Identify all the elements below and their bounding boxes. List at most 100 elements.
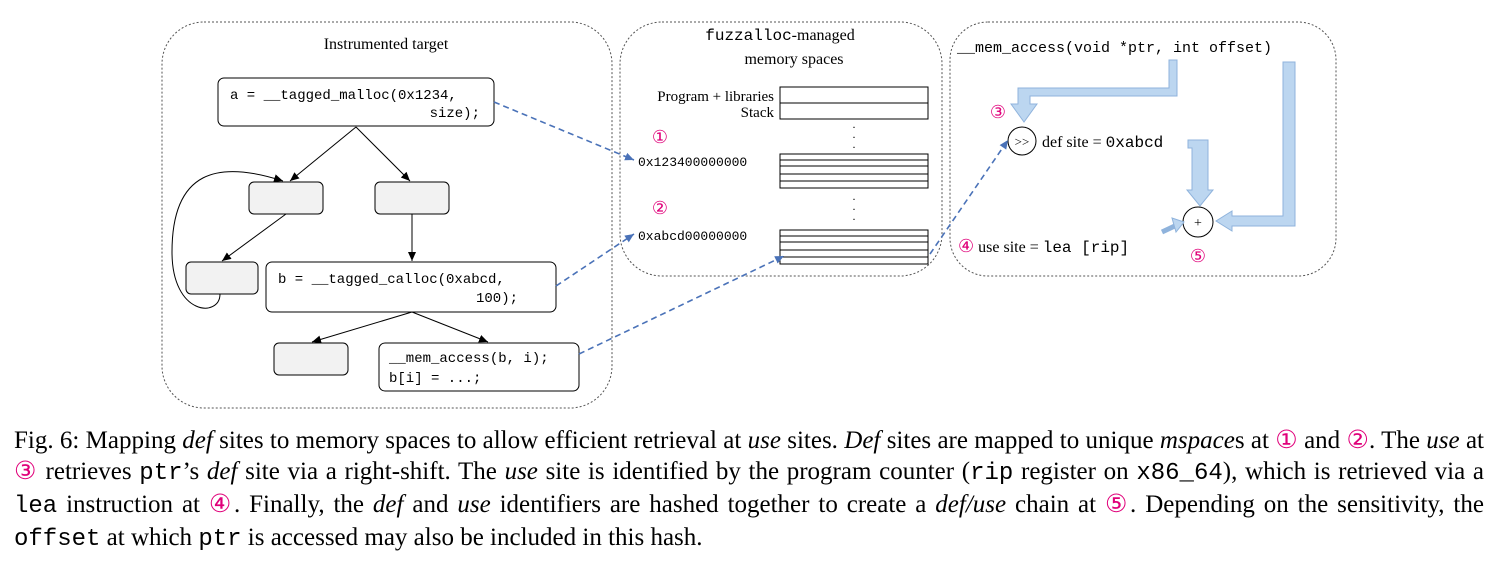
caption-text: site is identified by the program counte… <box>537 458 971 485</box>
caption-marker-3: ③ <box>14 458 38 485</box>
caption-code: x86_64 <box>1136 460 1223 487</box>
caption-text: ), which is retrieved via a <box>1222 458 1485 485</box>
offset-to-hash-arrow <box>1215 61 1296 232</box>
cfg-node-bottom <box>273 342 349 376</box>
edge-loop-back <box>171 171 284 309</box>
memory-panel <box>619 21 943 277</box>
memory-title-line2: memory spaces <box>744 51 843 68</box>
caption-code: ptr <box>139 460 183 487</box>
ellipsis-dot: . <box>853 117 856 131</box>
caption-text: . Depending on the sensitivity, the <box>1130 491 1484 518</box>
caption-text: sites. <box>780 427 845 454</box>
ellipsis-dot: . <box>853 189 856 203</box>
caption-text: register on <box>1013 458 1137 485</box>
mspace-address-2: 0xabcd00000000 <box>638 229 747 244</box>
caption-text: and <box>403 491 458 518</box>
caption-text: sites to memory spaces to allow efficien… <box>212 427 748 454</box>
malloc-line2: size); <box>430 106 480 122</box>
marker-5: ⑤ <box>1190 246 1206 266</box>
mem-access-node <box>378 342 580 392</box>
ptr-to-shift-arrow <box>1010 59 1178 123</box>
caption-emph: use <box>457 491 491 518</box>
caption-emph: use <box>747 427 781 454</box>
caption-text: chain at <box>1006 491 1105 518</box>
caption-emph: Def <box>844 427 881 454</box>
caption-text: . Finally, the <box>233 491 373 518</box>
thick-arrows <box>1010 59 1296 232</box>
caption-marker-5: ⑤ <box>1104 491 1131 518</box>
def-site-label: def site = <box>1042 134 1106 151</box>
mspace2-to-shift-arrow <box>929 139 1009 255</box>
def-site-text: def site = 0xabcd <box>1042 134 1163 152</box>
malloc-line1: a = __tagged_malloc(0x1234, <box>230 88 457 104</box>
memory-panel-title: fuzzalloc-managed <box>705 27 855 45</box>
def-to-hash-arrow <box>1185 139 1215 207</box>
memory-title-code: fuzzalloc <box>705 27 791 45</box>
caption-emph: def/use <box>935 491 1007 518</box>
caption-code: offset <box>14 526 101 553</box>
malloc-to-mspace1-arrow <box>493 101 635 161</box>
calloc-line2: 100); <box>476 291 518 307</box>
use-site-label: use site = <box>974 239 1043 256</box>
ellipsis-dot: . <box>853 199 856 213</box>
memory-title-rest: -managed <box>792 27 855 44</box>
caption-text: ’s <box>182 458 207 485</box>
program-libraries-region <box>779 86 929 104</box>
calloc-line1: b = __tagged_calloc(0xabcd, <box>278 272 505 288</box>
caption-emph: use <box>1426 427 1460 454</box>
right-shift-symbol: >> <box>1015 134 1030 149</box>
mspace-address-1: 0x123400000000 <box>638 155 747 170</box>
edge-calloc-bottom <box>311 311 413 344</box>
access-line2: b[i] = ...; <box>389 371 481 387</box>
caption-text: and <box>1297 427 1347 454</box>
caption-text: is accessed may also be included in this… <box>241 524 703 551</box>
program-libraries-label: Program + libraries <box>657 89 774 105</box>
caption-emph: def <box>182 427 213 454</box>
access-line1: __mem_access(b, i); <box>388 351 549 367</box>
caption-text: s at <box>1234 427 1276 454</box>
mem-access-signature: __mem_access(void *ptr, int offset) <box>956 40 1272 57</box>
edge-left-loop <box>221 213 287 262</box>
right-shift-node <box>1007 126 1037 156</box>
figure-caption: Fig. 6: Mapping def sites to memory spac… <box>14 425 1484 555</box>
mspace-2 <box>779 229 929 265</box>
mem-access-panel <box>949 21 1337 277</box>
cfg-node-loop <box>185 261 259 295</box>
caption-emph: def <box>206 458 238 485</box>
mspace-1 <box>779 153 929 189</box>
edge-calloc-access <box>411 311 489 343</box>
access-to-mspace2-arrow <box>578 255 785 355</box>
target-panel-title: Instrumented target <box>324 36 449 53</box>
cfg-node-left <box>248 181 324 215</box>
caption-marker-2: ② <box>1346 427 1369 454</box>
caption-text: instruction at <box>57 491 209 518</box>
use-to-hash-arrowhead <box>1171 217 1185 234</box>
edge-malloc-right <box>355 126 411 182</box>
use-site-text: ④ use site = lea [rip] <box>958 236 1129 257</box>
caption-emph: def <box>372 491 404 518</box>
diagram: Instrumented target a = __tagged_malloc(… <box>161 21 1337 409</box>
ellipsis-dot: . <box>853 137 856 151</box>
caption-marker-4: ④ <box>208 491 234 518</box>
caption-code: rip <box>970 460 1014 487</box>
ellipsis-dot: . <box>853 127 856 141</box>
marker-2: ② <box>652 198 668 218</box>
caption-emph: mspace <box>1159 427 1235 454</box>
stack-label: Stack <box>741 105 775 121</box>
hash-plus: + <box>1194 216 1202 231</box>
caption-code: ptr <box>198 526 242 553</box>
def-site-value: 0xabcd <box>1106 134 1164 152</box>
caption-text: at which <box>100 524 199 551</box>
marker-1: ① <box>652 127 668 147</box>
edge-malloc-left <box>289 126 357 182</box>
caption-text: identifiers are hashed together to creat… <box>490 491 936 518</box>
caption-marker-1: ① <box>1275 427 1298 454</box>
marker-3: ③ <box>990 102 1006 122</box>
use-site-value: lea [rip] <box>1043 239 1129 257</box>
ellipsis-dot: . <box>853 209 856 223</box>
caption-text: Fig. 6: Mapping <box>14 427 183 454</box>
caption-text: site via a right-shift. The <box>237 458 505 485</box>
cfg-node-right <box>374 181 450 215</box>
marker-4: ④ <box>958 236 974 256</box>
caption-text: retrieves <box>37 458 140 485</box>
